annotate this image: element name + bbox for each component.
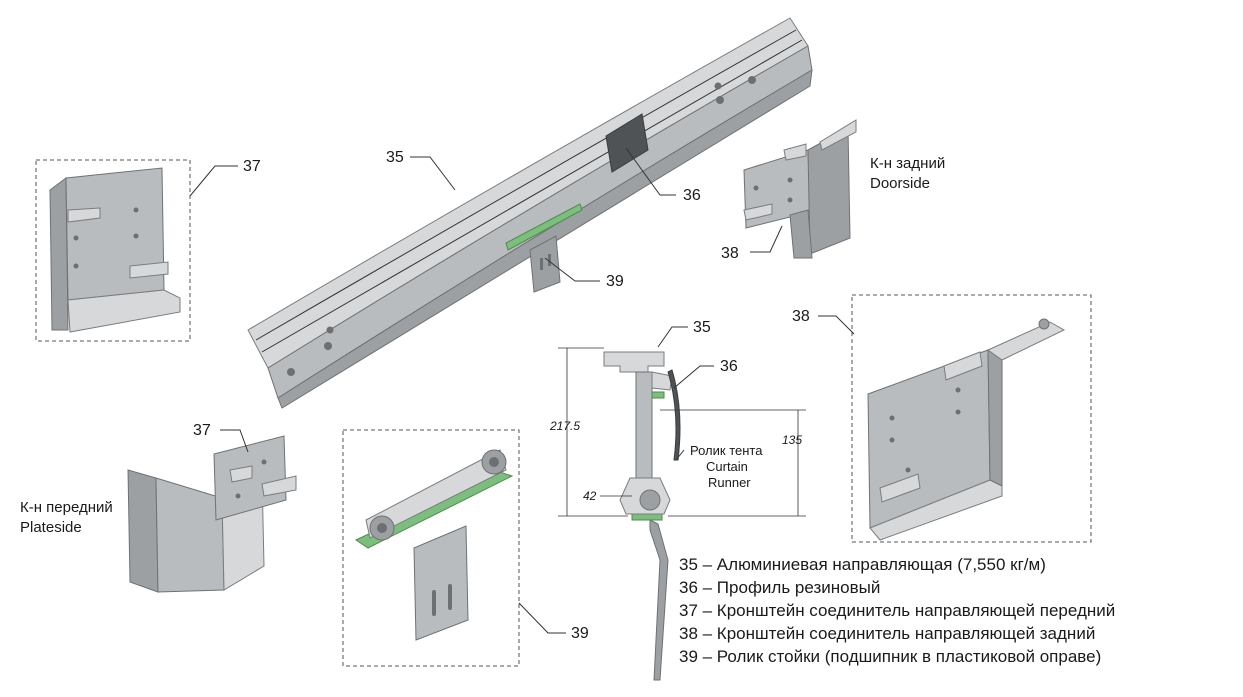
parts-legend: 35 – Алюминиевая направляющая (7,550 кг/… <box>679 553 1239 668</box>
caption-front-ru: К-н передний <box>20 499 113 516</box>
dimension-135: 135 <box>782 433 802 447</box>
caption-rear-en: Doorside <box>870 175 930 192</box>
callout-35-rail: 35 <box>386 149 404 166</box>
dimension-217-5: 217.5 <box>549 419 580 433</box>
legend-item-39: 39 – Ролик стойки (подшипник в пластиков… <box>679 647 1102 666</box>
dimension-42: 42 <box>583 489 597 503</box>
callout-37-front: 37 <box>193 422 211 439</box>
rail-leaders <box>410 147 676 282</box>
caption-runner-en-1: Curtain <box>706 459 748 474</box>
cross-section <box>558 326 806 681</box>
detail-box-39 <box>342 429 566 667</box>
detail-box-37 <box>35 159 238 342</box>
detail-box-38 <box>818 294 1092 543</box>
legend-item-35: 35 – Алюминиевая направляющая (7,550 кг/… <box>679 555 1046 574</box>
front-connector <box>127 429 297 593</box>
callout-37-box: 37 <box>243 158 261 175</box>
caption-front-en: Plateside <box>20 519 82 536</box>
callout-38-box: 38 <box>792 308 810 325</box>
caption-rear-ru: К-н задний <box>870 155 945 172</box>
caption-runner-en-2: Runner <box>708 475 751 490</box>
callout-35-section: 35 <box>693 319 711 336</box>
callout-39-box: 39 <box>571 625 589 642</box>
legend-item-36: 36 – Профиль резиновый <box>679 578 881 597</box>
callout-39-rail: 39 <box>606 273 624 290</box>
caption-runner-ru: Ролик тента <box>690 443 763 458</box>
callout-38-rear: 38 <box>721 245 739 262</box>
legend-item-37: 37 – Кронштейн соединитель направляющей … <box>679 601 1116 620</box>
curved-rail <box>247 17 813 409</box>
callout-36-rail: 36 <box>683 187 701 204</box>
rear-connector <box>743 119 857 259</box>
legend-item-38: 38 – Кронштейн соединитель направляющей … <box>679 624 1096 643</box>
callout-36-section: 36 <box>720 358 738 375</box>
